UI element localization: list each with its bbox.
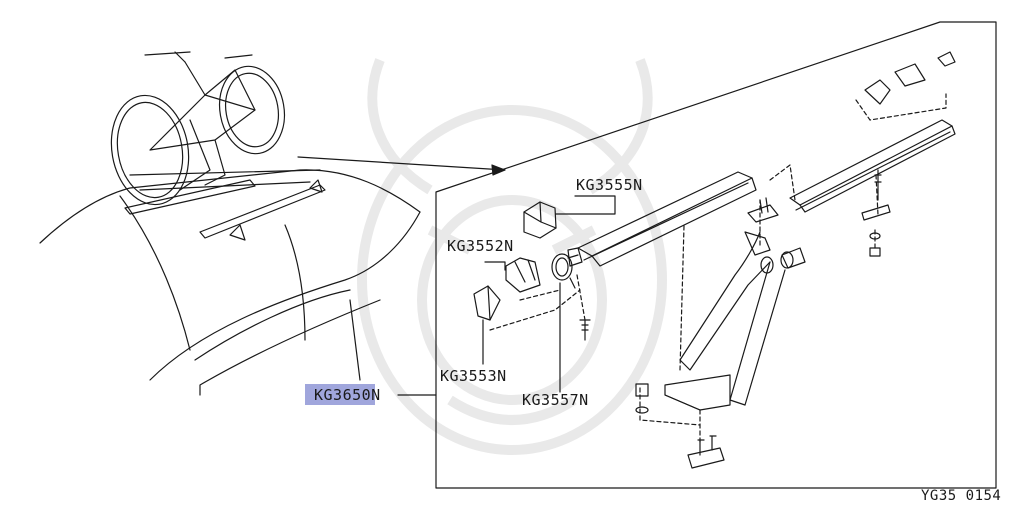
clamp-kg3552n: [505, 257, 541, 293]
bracket: [747, 197, 779, 223]
figure-code: YG35 0154: [921, 488, 1002, 504]
label-kg3650n[interactable]: KG3650N: [314, 386, 381, 404]
rail-right: [789, 119, 956, 213]
washer-nut-left: [635, 383, 649, 414]
endcap-kg3553n: [473, 285, 501, 321]
screw: [579, 319, 591, 341]
rail-clip: [861, 169, 891, 221]
ring-kg3557n: [551, 253, 579, 289]
label-kg3553n[interactable]: KG3553N: [440, 367, 507, 385]
pointer-arrow: [297, 156, 506, 176]
cap-kg3555n: [523, 201, 557, 239]
roof-rack-bars: [124, 169, 326, 241]
label-kg3557n[interactable]: KG3557N: [522, 391, 589, 409]
washer-nut-right: [869, 232, 881, 257]
label-kg3555n[interactable]: KG3555N: [576, 176, 643, 194]
top-right-parts: [864, 51, 956, 105]
exploded-view-frame: [435, 21, 997, 489]
fork-holder: [664, 231, 806, 411]
rail-left: [567, 171, 757, 267]
car-roof-drawing: [39, 169, 421, 396]
bicycle-drawing: [110, 51, 286, 206]
part-highlight: [305, 384, 375, 405]
label-kg3552n[interactable]: KG3552N: [447, 237, 514, 255]
foot-base: [687, 435, 725, 469]
